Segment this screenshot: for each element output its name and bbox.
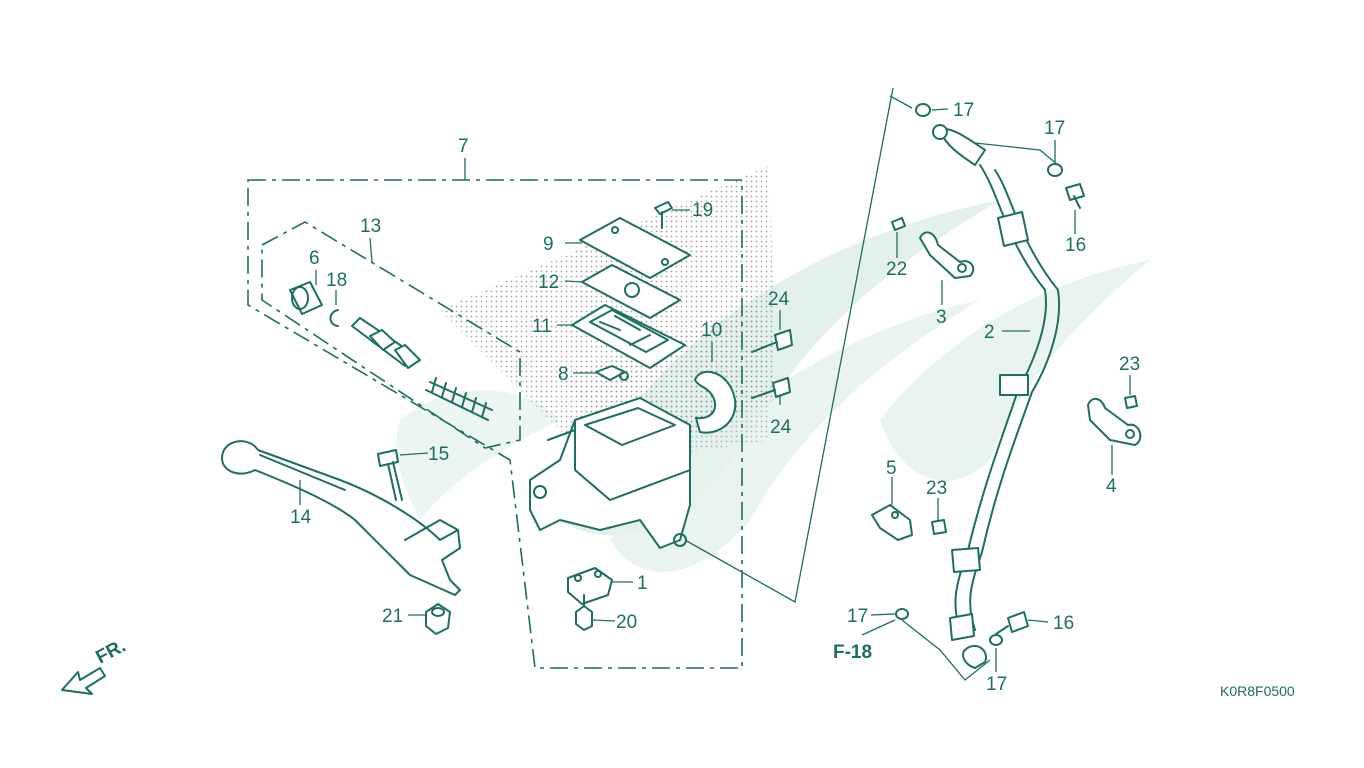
callout-labels: 7 13 6 18 19 9 12 11 8 10 24 24 15 14 1 … bbox=[290, 100, 1140, 695]
stop-switch bbox=[567, 567, 613, 605]
holder-bolts bbox=[751, 329, 793, 399]
callout-16-lower: 16 bbox=[1053, 613, 1074, 634]
callout-leaders bbox=[299, 108, 1131, 672]
callout-8: 8 bbox=[558, 364, 569, 385]
group-box-7 bbox=[247, 158, 743, 669]
hose-clamp-lower bbox=[1087, 395, 1142, 446]
diaphragm bbox=[571, 304, 686, 369]
front-direction-label: FR. bbox=[92, 636, 129, 669]
reservoir-cap bbox=[579, 217, 691, 279]
callout-23-right: 23 bbox=[1119, 354, 1140, 375]
callout-16-top: 16 bbox=[1065, 235, 1086, 256]
page-reference: F-18 bbox=[833, 642, 872, 663]
callout-22: 22 bbox=[886, 259, 907, 280]
callout-17-right: 17 bbox=[1044, 118, 1065, 139]
callout-23-left: 23 bbox=[926, 478, 947, 499]
callout-24-lower: 24 bbox=[770, 417, 792, 438]
callout-10: 10 bbox=[701, 320, 722, 341]
lever-pivot-bolt bbox=[377, 449, 403, 501]
callout-6: 6 bbox=[309, 248, 320, 269]
callout-15: 15 bbox=[428, 444, 449, 465]
callout-18: 18 bbox=[326, 270, 347, 291]
master-cylinder-holder bbox=[694, 370, 737, 434]
float-part bbox=[595, 365, 629, 381]
callout-17-bottom: 17 bbox=[986, 674, 1007, 695]
callout-7: 7 bbox=[458, 136, 469, 157]
callout-21: 21 bbox=[382, 606, 403, 627]
banjo-fitting-lower bbox=[861, 608, 1029, 681]
callout-2: 2 bbox=[984, 322, 995, 343]
divider-lines bbox=[684, 87, 913, 604]
callout-12: 12 bbox=[538, 272, 559, 293]
master-cylinder-body bbox=[529, 397, 691, 549]
callout-1: 1 bbox=[637, 573, 648, 594]
callout-17-top: 17 bbox=[953, 100, 974, 121]
callout-24-upper: 24 bbox=[768, 289, 790, 310]
callout-17-lower-left: 17 bbox=[847, 606, 868, 627]
switch-screw bbox=[575, 594, 593, 631]
cap-screw bbox=[654, 201, 673, 229]
brake-hose bbox=[949, 164, 1061, 641]
callout-20: 20 bbox=[616, 612, 637, 633]
callout-14: 14 bbox=[290, 507, 312, 528]
callout-5: 5 bbox=[886, 458, 897, 479]
oil-bolt-top bbox=[1065, 183, 1085, 209]
callout-19: 19 bbox=[692, 200, 713, 221]
piston-set bbox=[289, 237, 493, 421]
callout-4: 4 bbox=[1106, 476, 1117, 497]
group-box-13 bbox=[261, 221, 521, 449]
banjo-fitting-top bbox=[932, 124, 1059, 166]
diagram-code: K0R8F0500 bbox=[1220, 683, 1295, 699]
diaphragm-plate bbox=[581, 264, 681, 319]
hose-guide bbox=[871, 504, 947, 541]
callout-9: 9 bbox=[543, 234, 554, 255]
lever-nut bbox=[425, 603, 451, 635]
hose-clamp-upper bbox=[891, 217, 975, 279]
front-direction-arrow bbox=[61, 667, 106, 695]
brake-lever bbox=[221, 440, 461, 596]
callout-11: 11 bbox=[532, 316, 552, 337]
callout-13: 13 bbox=[360, 216, 381, 237]
sealing-washers-top bbox=[915, 103, 1063, 177]
callout-3: 3 bbox=[936, 307, 947, 328]
